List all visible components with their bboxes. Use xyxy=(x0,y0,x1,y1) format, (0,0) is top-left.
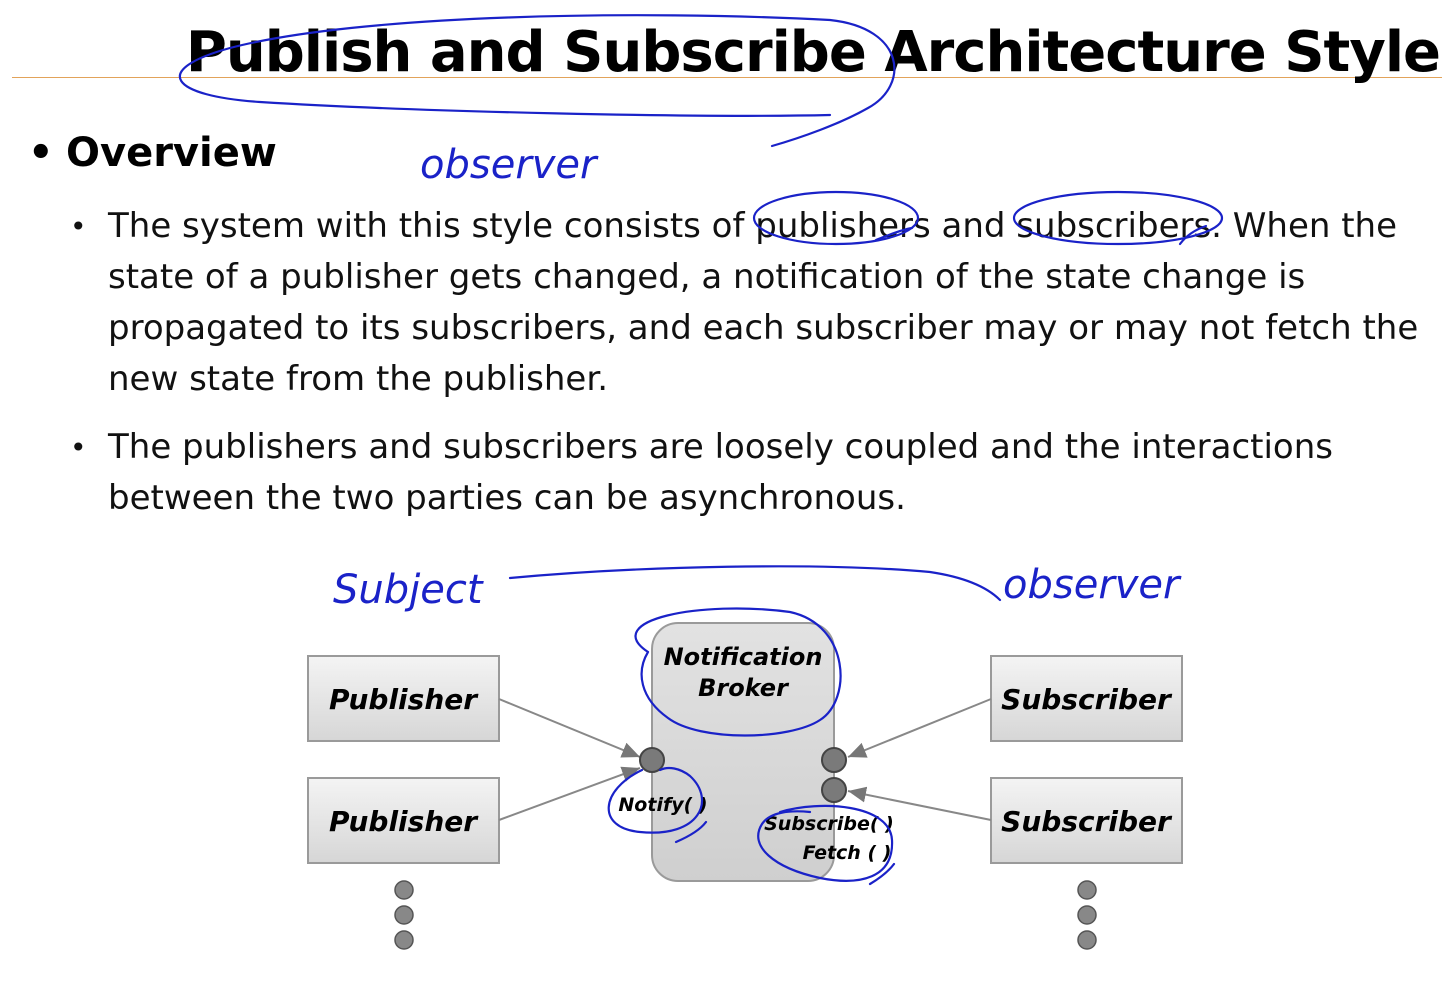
slide-title: Publish and Subscribe Architecture Style xyxy=(185,20,1441,85)
publisher-box-2: Publisher xyxy=(307,777,500,864)
arrow-subscriber-1-subscribe xyxy=(847,698,992,758)
publisher-label-2: Publisher xyxy=(329,805,479,838)
notify-label: Notify( ) xyxy=(618,794,707,816)
subject-note: Subject xyxy=(333,567,484,613)
subscriber-label-2: Subscriber xyxy=(1001,805,1173,838)
bullet-dot: • xyxy=(28,130,54,176)
subscribers-circle-annotation xyxy=(1012,190,1224,246)
arrow-publisher-2-notify xyxy=(498,766,641,821)
observer-note-top: observer xyxy=(420,142,599,188)
broker-circle-annotation xyxy=(634,607,842,737)
broker-label-line1: Notification xyxy=(664,643,823,671)
notify-port xyxy=(639,747,665,773)
subject-observer-connector xyxy=(508,565,1002,602)
subscribe-port xyxy=(821,747,847,773)
overview-bullet: • Overview xyxy=(28,128,277,178)
notify-circle-annotation xyxy=(607,766,708,844)
arrow-subscriber-2-fetch xyxy=(847,786,992,821)
bullet-dot: • xyxy=(70,431,87,464)
paragraph-2-text: The publishers and subscribers are loose… xyxy=(108,427,1333,518)
arrow-publisher-1-notify xyxy=(498,698,641,758)
fetch-label: Fetch ( ) xyxy=(803,842,892,864)
title-underline xyxy=(12,77,1442,78)
subscriber-label-1: Subscriber xyxy=(1001,683,1173,716)
broker-label-line2: Broker xyxy=(698,674,790,702)
subscriber-box-2: Subscriber xyxy=(990,777,1183,864)
publishers-strike xyxy=(874,226,914,242)
bullet-dot: • xyxy=(70,210,87,243)
title-circle-annotation xyxy=(178,14,896,148)
publisher-more-dots xyxy=(394,880,414,950)
subscribe-label: Subscribe( ) xyxy=(764,813,894,835)
publishers-circle-annotation xyxy=(752,190,920,246)
publisher-label-1: Publisher xyxy=(329,683,479,716)
subscribers-strike xyxy=(1178,224,1208,246)
observer-note-right: observer xyxy=(1003,562,1182,608)
fetch-port xyxy=(821,777,847,803)
subscriber-box-1: Subscriber xyxy=(990,655,1183,742)
subscriber-more-dots xyxy=(1077,880,1097,950)
overview-heading: Overview xyxy=(66,130,277,176)
publisher-box-1: Publisher xyxy=(307,655,500,742)
paragraph-2: • The publishers and subscribers are loo… xyxy=(70,422,1428,524)
subscribe-fetch-circle-annotation xyxy=(757,804,896,886)
